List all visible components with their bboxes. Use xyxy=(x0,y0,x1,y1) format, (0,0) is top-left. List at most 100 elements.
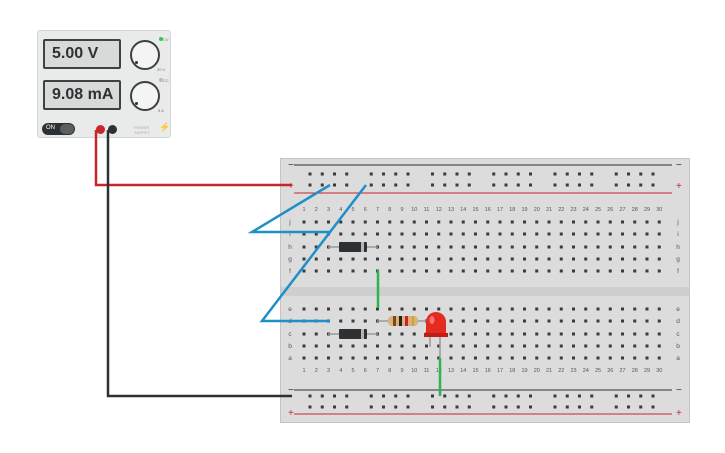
breadboard-hole[interactable] xyxy=(474,332,477,336)
breadboard-hole[interactable] xyxy=(351,257,355,261)
breadboard-hole[interactable] xyxy=(302,220,306,224)
breadboard-hole[interactable] xyxy=(455,405,459,409)
breadboard-hole[interactable] xyxy=(498,245,502,249)
breadboard-hole[interactable] xyxy=(523,257,526,261)
breadboard-hole[interactable] xyxy=(467,172,471,176)
breadboard-hole[interactable] xyxy=(621,269,624,273)
breadboard-hole[interactable] xyxy=(590,183,594,187)
breadboard-hole[interactable] xyxy=(529,172,532,176)
breadboard-hole[interactable] xyxy=(345,394,349,398)
breadboard-hole[interactable] xyxy=(553,394,557,398)
breadboard-hole[interactable] xyxy=(608,245,612,249)
breadboard-hole[interactable] xyxy=(302,257,306,261)
breadboard-hole[interactable] xyxy=(614,183,618,187)
breadboard-hole[interactable] xyxy=(431,394,434,398)
breadboard-hole[interactable] xyxy=(406,183,410,187)
breadboard-hole[interactable] xyxy=(627,394,630,398)
breadboard-hole[interactable] xyxy=(633,307,637,311)
breadboard-hole[interactable] xyxy=(535,319,539,323)
breadboard-hole[interactable] xyxy=(461,319,465,323)
breadboard-hole[interactable] xyxy=(376,344,379,348)
breadboard-hole[interactable] xyxy=(486,307,490,311)
breadboard-hole[interactable] xyxy=(510,319,514,323)
breadboard-hole[interactable] xyxy=(559,332,563,336)
breadboard-hole[interactable] xyxy=(639,405,643,409)
breadboard-hole[interactable] xyxy=(431,172,434,176)
breadboard-hole[interactable] xyxy=(425,220,428,224)
breadboard-hole[interactable] xyxy=(345,172,349,176)
red-led[interactable] xyxy=(424,312,448,358)
breadboard-hole[interactable] xyxy=(474,269,477,273)
breadboard-hole[interactable] xyxy=(486,232,490,236)
breadboard-hole[interactable] xyxy=(486,319,490,323)
breadboard-hole[interactable] xyxy=(461,245,465,249)
breadboard-hole[interactable] xyxy=(523,319,526,323)
breadboard-hole[interactable] xyxy=(412,269,416,273)
breadboard-hole[interactable] xyxy=(510,245,514,249)
breadboard-hole[interactable] xyxy=(314,344,318,348)
breadboard-hole[interactable] xyxy=(510,257,514,261)
breadboard-hole[interactable] xyxy=(584,220,588,224)
power-switch-toggle[interactable] xyxy=(60,124,74,134)
breadboard-hole[interactable] xyxy=(504,172,508,176)
breadboard-hole[interactable] xyxy=(572,307,575,311)
breadboard-hole[interactable] xyxy=(443,172,447,176)
breadboard-hole[interactable] xyxy=(498,307,502,311)
breadboard-hole[interactable] xyxy=(572,344,575,348)
breadboard-hole[interactable] xyxy=(474,232,477,236)
breadboard-hole[interactable] xyxy=(584,332,588,336)
breadboard-hole[interactable] xyxy=(302,344,306,348)
breadboard-hole[interactable] xyxy=(339,269,343,273)
breadboard-hole[interactable] xyxy=(449,257,453,261)
breadboard-hole[interactable] xyxy=(614,394,618,398)
breadboard-hole[interactable] xyxy=(498,344,502,348)
breadboard-hole[interactable] xyxy=(633,356,637,360)
current-knob[interactable] xyxy=(130,81,160,111)
breadboard-hole[interactable] xyxy=(443,405,447,409)
breadboard-hole[interactable] xyxy=(412,344,416,348)
breadboard-hole[interactable] xyxy=(486,332,490,336)
breadboard-hole[interactable] xyxy=(302,245,306,249)
breadboard-hole[interactable] xyxy=(596,245,600,249)
breadboard-hole[interactable] xyxy=(651,183,655,187)
breadboard-hole[interactable] xyxy=(302,232,306,236)
breadboard-hole[interactable] xyxy=(535,356,539,360)
breadboard-hole[interactable] xyxy=(369,172,373,176)
breadboard-hole[interactable] xyxy=(657,245,661,249)
breadboard-hole[interactable] xyxy=(382,183,385,187)
breadboard-hole[interactable] xyxy=(523,232,526,236)
breadboard-hole[interactable] xyxy=(345,183,349,187)
breadboard-hole[interactable] xyxy=(308,394,312,398)
breadboard-hole[interactable] xyxy=(302,307,306,311)
breadboard-hole[interactable] xyxy=(645,257,649,261)
breadboard-hole[interactable] xyxy=(406,172,410,176)
breadboard-hole[interactable] xyxy=(455,394,459,398)
breadboard-hole[interactable] xyxy=(449,245,453,249)
blue-jumper-lower[interactable] xyxy=(259,184,367,323)
breadboard-hole[interactable] xyxy=(590,394,594,398)
breadboard-hole[interactable] xyxy=(657,344,661,348)
breadboard-hole[interactable] xyxy=(590,405,594,409)
breadboard-hole[interactable] xyxy=(345,405,349,409)
breadboard-hole[interactable] xyxy=(333,172,336,176)
breadboard-hole[interactable] xyxy=(578,183,581,187)
breadboard-hole[interactable] xyxy=(645,344,649,348)
breadboard-hole[interactable] xyxy=(523,269,526,273)
breadboard-hole[interactable] xyxy=(351,269,355,273)
breadboard-hole[interactable] xyxy=(547,319,551,323)
breadboard-hole[interactable] xyxy=(425,344,428,348)
breadboard-hole[interactable] xyxy=(614,405,618,409)
breadboard-hole[interactable] xyxy=(578,405,581,409)
breadboard-hole[interactable] xyxy=(621,356,624,360)
breadboard-hole[interactable] xyxy=(437,307,441,311)
breadboard-hole[interactable] xyxy=(388,220,392,224)
breadboard-hole[interactable] xyxy=(388,245,392,249)
breadboard-hole[interactable] xyxy=(553,405,557,409)
breadboard-hole[interactable] xyxy=(327,356,330,360)
breadboard-hole[interactable] xyxy=(351,356,355,360)
breadboard-hole[interactable] xyxy=(608,257,612,261)
breadboard-hole[interactable] xyxy=(657,332,661,336)
breadboard-hole[interactable] xyxy=(584,356,588,360)
breadboard-hole[interactable] xyxy=(608,319,612,323)
breadboard-hole[interactable] xyxy=(523,245,526,249)
